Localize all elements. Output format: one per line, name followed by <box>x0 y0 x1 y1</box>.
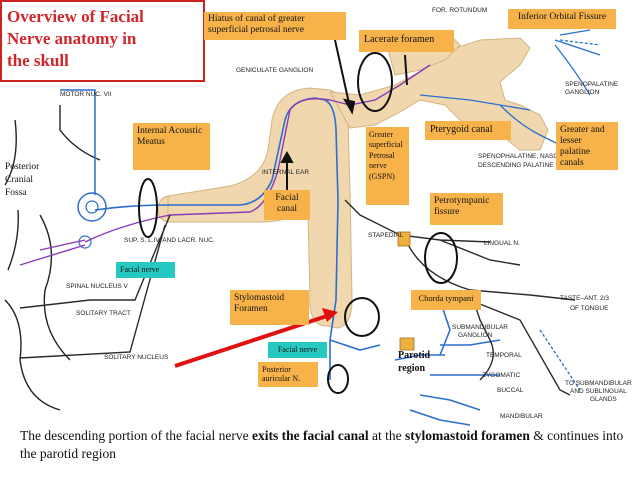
callout-pterygoid: Pterygoid canal <box>425 121 511 140</box>
label-to-submandibular-3: GLANDS <box>590 396 617 403</box>
motor-nucleus-group <box>60 89 107 249</box>
label-stapedial: STAPEDIAL <box>368 232 404 239</box>
stapedial-bone <box>397 231 411 247</box>
label-lingual: LINGUAL N. <box>484 240 520 247</box>
label-spinal-nucleus: SPINAL NUCLEUS V <box>66 283 129 290</box>
chorda-crossing <box>399 337 415 351</box>
label-taste-1: TASTE–ANT. 2/3 <box>560 295 609 302</box>
caption-part3: & continues into the parotid region <box>20 428 624 461</box>
label-internal-ear: INTERNAL EAR <box>262 169 309 176</box>
callout-hiatus: Hiatus of canal of greater superficial p… <box>204 12 346 40</box>
callout-posterior-auricular: Posterior auricular N. <box>258 362 318 387</box>
callout-gspn: Greater superficial Petrosal nerve (GSPN… <box>366 127 409 205</box>
label-parotid: Parotid region <box>398 350 431 374</box>
label-temporal: TEMPORAL <box>486 352 522 359</box>
motor-nerve-fibers <box>94 97 501 426</box>
page-title: Overview of Facial Nerve anatomy in the … <box>0 0 205 82</box>
label-sphenopalatine-ganglion-2: GANGLION <box>565 89 600 96</box>
highlight-ovals <box>138 52 458 394</box>
label-submandibular-2: GANGLION <box>458 332 493 339</box>
callout-facial-nerve-left: Facial nerve <box>116 262 175 278</box>
label-posterior-fossa: Posterior Cranial Fossa <box>5 162 40 198</box>
brainstem-outline <box>4 105 101 411</box>
callout-facial-canal: Facial canal <box>264 190 310 220</box>
callout-inferior-orbital: Inferior Orbital Fissure <box>508 9 616 29</box>
callout-chorda: Chorda tympani <box>411 290 481 310</box>
label-for-rotundum: FOR. ROTUNDUM <box>432 7 487 14</box>
label-buccal: BUCCAL <box>497 387 524 394</box>
label-solitary-tract: SOLITARY TRACT <box>76 310 131 317</box>
label-to-submandibular-1: TO SUBMANDIBULAR <box>565 380 632 387</box>
callout-internal-meatus: Internal Acoustic Meatus <box>133 123 210 170</box>
callout-stylomastoid: Stylomastoid Foramen <box>230 290 309 325</box>
bony-canal <box>157 34 549 329</box>
label-mandibular: MANDIBULAR <box>500 413 543 420</box>
label-geniculate: GENICULATE GANGLION <box>236 67 313 74</box>
dashed-fibers <box>539 39 601 391</box>
label-zygomatic: ZYGOMATIC <box>482 372 520 379</box>
sphenopalatine-fibers <box>419 29 601 151</box>
caption-bold2: stylomastoid foramen <box>405 428 530 443</box>
label-to-submandibular-2: AND SUBLINGUAL <box>570 388 627 395</box>
caption: The descending portion of the facial ner… <box>20 427 630 462</box>
label-submandibular-1: SUBMANDIBULAR <box>452 324 508 331</box>
label-sphenopalatine-ganglion-1: SPENOPALATINE <box>565 81 619 88</box>
label-descending-palatine: DESCENDING PALATINE NERVES. <box>478 162 584 169</box>
callout-palatine: Greater and lesser palatine canals <box>556 122 618 170</box>
callout-petrotympanic: Petrotympanic fissure <box>430 193 503 225</box>
label-solitary-nucleus: SOLITARY NUCLEUS <box>104 354 169 361</box>
caption-bold1: exits the facial canal <box>252 428 369 443</box>
callout-facial-nerve-bottom: Facial nerve <box>268 342 327 358</box>
label-motor-nuc: MOTOR NUC. VII <box>60 91 112 98</box>
callout-lacerate: Lacerate foramen <box>359 30 454 52</box>
label-sup-nuc: SUP. S. L.IV. AND LACR. NUC. <box>124 237 215 244</box>
caption-part1: The descending portion of the facial ner… <box>20 428 253 443</box>
label-taste-2: OF TONGUE <box>570 305 609 312</box>
label-sphenopalatine-nasal: SPENOPHALATINE, NASC <box>478 153 558 160</box>
caption-part2: at the <box>368 428 406 443</box>
